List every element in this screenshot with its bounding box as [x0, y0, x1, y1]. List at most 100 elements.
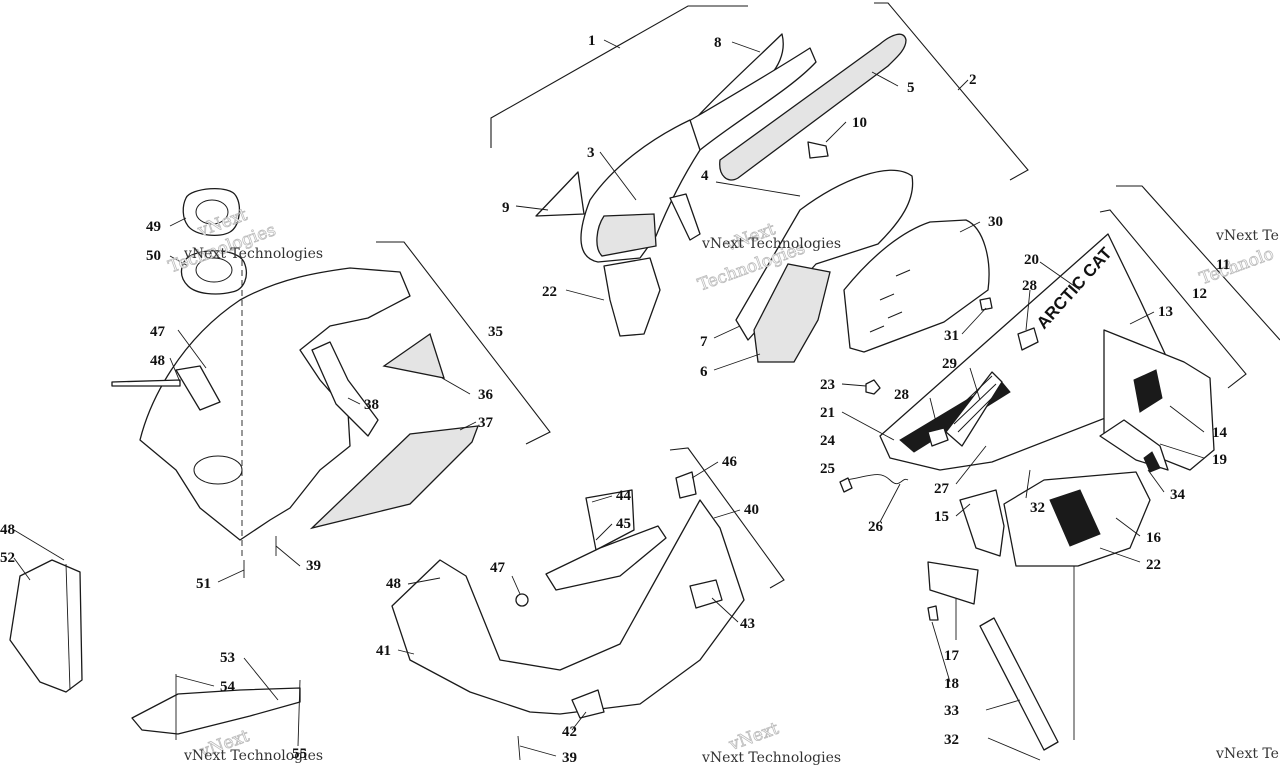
- leader-5: [871, 71, 899, 87]
- callout-33: 33: [944, 703, 959, 719]
- part-24-wire: [845, 474, 909, 485]
- watermark-bottom-center: vNext Technologies: [701, 750, 841, 766]
- part-43-vent: [689, 579, 723, 609]
- callout-13: 13: [1158, 304, 1173, 320]
- part-29-mesh-lines: [949, 375, 999, 433]
- group-brackets: [376, 2, 1280, 589]
- leader-28a: [1025, 289, 1031, 331]
- leader-9: [515, 205, 549, 211]
- part-28-emblem-lower: [927, 427, 949, 447]
- callout-28a: 28: [1022, 278, 1037, 294]
- leader-8: [731, 41, 761, 53]
- callout-labels: 1 8 5 2 10 3 4 9 30 20 11 22 28 12 13 7 …: [0, 33, 1230, 766]
- part-36-pad: [382, 332, 445, 379]
- callout-50: 50: [146, 248, 161, 264]
- part-50-gasket-hole: [195, 257, 233, 283]
- callout-15: 15: [934, 509, 949, 525]
- leader-45: [595, 523, 613, 541]
- part-31-fastener: [979, 297, 993, 311]
- leader-30: [959, 221, 981, 233]
- callout-20: 20: [1024, 252, 1039, 268]
- watermark-right-top: vNext Te: [1215, 228, 1279, 244]
- part-48-pin-lower: [65, 563, 71, 691]
- leader-27: [955, 445, 987, 485]
- part-23-grommet: [865, 379, 881, 395]
- callout-52: 52: [0, 550, 15, 566]
- leader-42: [571, 711, 587, 731]
- part-30-tray-slots: [869, 269, 911, 333]
- callout-38: 38: [364, 397, 379, 413]
- callout-48c: 48: [0, 522, 15, 538]
- leader-50: [169, 255, 189, 267]
- leader-6: [713, 353, 761, 371]
- leader-48a: [169, 357, 181, 383]
- part-38-handle: [311, 341, 379, 437]
- leader-3: [599, 151, 637, 201]
- bracket-11: [1116, 185, 1280, 341]
- part-47-bracket: [175, 365, 221, 411]
- part-45-strap: [545, 525, 667, 591]
- part-14-graphic: [1133, 369, 1163, 413]
- leader-22b: [1099, 547, 1141, 563]
- callout-47a: 47: [150, 324, 166, 340]
- part-48-bolt: [111, 379, 181, 387]
- part-9-small-panel: [535, 171, 585, 217]
- leader-48c: [13, 529, 65, 561]
- part-37-pad: [309, 425, 479, 530]
- callout-40: 40: [744, 502, 759, 518]
- leader-47b: [511, 575, 521, 595]
- callout-22b: 22: [1146, 557, 1161, 573]
- callout-1: 1: [588, 33, 596, 49]
- watermark-bottom-right: vNext Te: [1215, 746, 1279, 762]
- part-16-graphic: [1049, 489, 1101, 547]
- bracket-12: [1099, 209, 1247, 389]
- leader-7: [713, 325, 741, 339]
- callout-39a: 39: [306, 558, 321, 574]
- tray-30: [843, 219, 993, 353]
- part-52-side-panel: [9, 559, 83, 693]
- callout-19: 19: [1212, 452, 1227, 468]
- console-assembly: [111, 187, 479, 541]
- leader-48b: [407, 577, 441, 585]
- callout-12: 12: [1192, 286, 1207, 302]
- bracket-40: [669, 447, 785, 589]
- callout-27: 27: [934, 481, 950, 497]
- bracket-2: [874, 2, 1029, 181]
- callout-31: 31: [944, 328, 959, 344]
- callout-35: 35: [488, 324, 503, 340]
- part-42-plate: [571, 689, 605, 719]
- leader-16: [1115, 517, 1141, 537]
- leader-31: [961, 307, 987, 335]
- part-40-belly-pan: [391, 499, 745, 715]
- part-28-emblem-upper: [1017, 327, 1039, 351]
- callout-51: 51: [196, 576, 211, 592]
- leader-44: [591, 495, 613, 503]
- watermark-right-tech: Technolo: [1197, 244, 1277, 289]
- callout-17: 17: [944, 648, 960, 664]
- callout-47b: 47: [490, 560, 506, 576]
- leader-39b: [519, 745, 557, 757]
- part-5-seat-strip: [719, 33, 907, 181]
- callout-28b: 28: [894, 387, 909, 403]
- part-15-bracket: [959, 489, 1005, 557]
- part-33-strip: [979, 617, 1059, 751]
- callout-42: 42: [562, 724, 577, 740]
- leader-22a: [565, 289, 605, 301]
- leader-15: [955, 503, 971, 517]
- part-46-clip: [675, 471, 697, 499]
- leader-41: [397, 649, 415, 655]
- callout-32a: 32: [1030, 500, 1045, 516]
- leader-20: [1039, 261, 1081, 291]
- callout-11: 11: [1216, 257, 1230, 273]
- callout-24: 24: [820, 433, 836, 449]
- leader-33: [985, 699, 1021, 711]
- leader-55: [297, 679, 301, 747]
- leader-49: [169, 217, 187, 227]
- part-34-clip: [1143, 451, 1161, 473]
- leader-34: [1147, 469, 1165, 493]
- callout-55: 55: [292, 746, 307, 762]
- leader-36: [441, 377, 471, 395]
- leader-13: [1129, 311, 1155, 325]
- callout-8: 8: [714, 35, 722, 51]
- callout-16: 16: [1146, 530, 1162, 546]
